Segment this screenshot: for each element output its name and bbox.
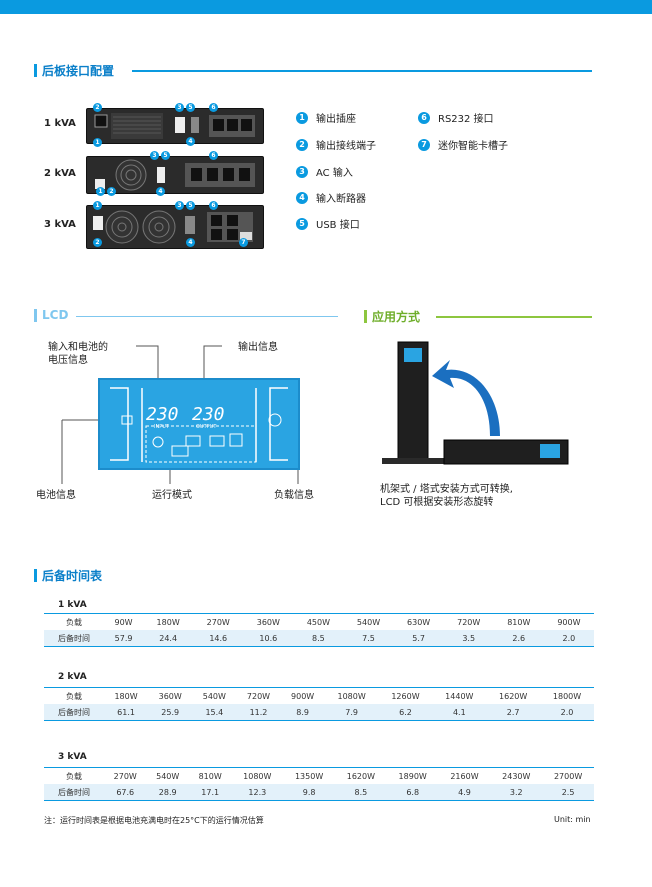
model-label: 3 kVA — [44, 219, 76, 230]
divider — [436, 316, 592, 318]
callout-3: 3 — [175, 103, 184, 112]
lcd-label-battery: 电池信息 — [36, 490, 76, 501]
lcd-label-mode: 运行模式 — [152, 490, 192, 501]
footnote: 注：运行时间表是根据电池充满电时在25°C下的运行情况估算 — [44, 816, 264, 825]
callout-2: 2 — [107, 187, 116, 196]
top-banner — [0, 0, 652, 14]
table-kva-label: 2 kVA — [58, 672, 87, 682]
callout-4: 4 — [186, 137, 195, 146]
lcd-label-input: 输入和电池的 电压信息 — [48, 342, 108, 366]
model-label: 2 kVA — [44, 168, 76, 179]
callout-1: 1 — [96, 187, 105, 196]
unit-label: Unit: min — [554, 815, 591, 824]
lcd-input-value: 230 — [146, 404, 179, 425]
section-title-rear: 后板接口配置 — [34, 62, 114, 79]
ups-tower-rack-illustration — [382, 341, 569, 465]
section-title-lcd: LCD — [34, 308, 68, 322]
callout-1: 1 — [93, 138, 102, 147]
callout-5: 5 — [186, 201, 195, 210]
callout-5: 5 — [186, 103, 195, 112]
lcd-display: 230 INPUT 230 OUTPUT — [98, 378, 300, 470]
callout-5: 5 — [161, 151, 170, 160]
callout-7: 7 — [239, 238, 248, 247]
callout-6: 6 — [209, 151, 218, 160]
divider — [76, 316, 338, 317]
lcd-label-load: 负载信息 — [274, 490, 314, 501]
table-kva-label: 1 kVA — [58, 600, 87, 610]
callout-4: 4 — [186, 238, 195, 247]
callout-6: 6 — [209, 201, 218, 210]
lcd-label-output: 输出信息 — [238, 342, 278, 353]
callout-6: 6 — [209, 103, 218, 112]
callout-1: 1 — [93, 201, 102, 210]
section-title-app: 应用方式 — [364, 308, 420, 325]
lcd-input-tag: INPUT — [154, 424, 169, 430]
callout-2: 2 — [93, 103, 102, 112]
callout-3: 3 — [175, 201, 184, 210]
callout-4: 4 — [156, 187, 165, 196]
ups-1kva-rear — [86, 108, 264, 144]
lcd-output-tag: OUTPUT — [196, 424, 217, 430]
table-kva-label: 3 kVA — [58, 752, 87, 762]
ups-3kva-rear — [86, 205, 264, 249]
callout-3: 3 — [150, 151, 159, 160]
model-label: 1 kVA — [44, 118, 76, 129]
app-caption: 机架式 / 塔式安装方式可转换, LCD 可根据安装形态旋转 — [380, 484, 513, 508]
divider — [132, 70, 592, 72]
callout-2: 2 — [93, 238, 102, 247]
section-title-backup: 后备时间表 — [34, 567, 102, 584]
ups-2kva-rear — [86, 156, 264, 194]
lcd-output-value: 230 — [192, 404, 225, 425]
